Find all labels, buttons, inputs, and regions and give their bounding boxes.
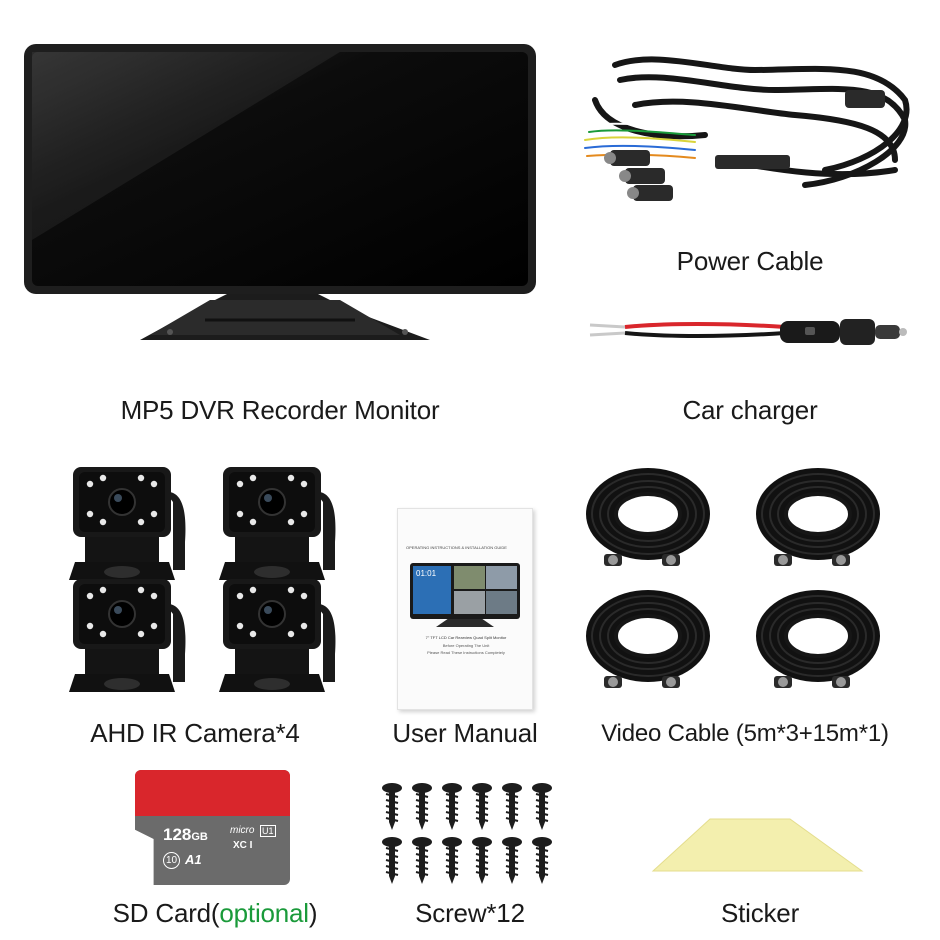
sd-unit: GB: [191, 831, 208, 843]
sd-caption-suffix: ): [308, 898, 318, 928]
manual-subtitle: 7" TFT LCD Car Rearview Quad Split Monit…: [425, 635, 507, 640]
user-manual-image: OPERATING INSTRUCTIONS & INSTALLATION GU…: [397, 508, 533, 710]
sd-card-image: 128GB micro U1 XC I 10 A1: [135, 770, 290, 885]
screw-caption: Screw*12: [415, 898, 525, 928]
cameras-image: [65, 462, 345, 702]
power-cable-image: [575, 40, 915, 215]
camera-caption: AHD IR Camera*4: [90, 718, 300, 748]
manual-line1: Before Operating The Unit: [442, 643, 490, 648]
video-cables-image: [580, 462, 910, 712]
sd-brand: micro: [230, 825, 255, 836]
car-charger-image: [585, 305, 915, 355]
manual-screen-time: 01:01: [416, 569, 437, 578]
manual-caption: User Manual: [392, 718, 538, 748]
manual-line2: Please Read These Instructions Completel…: [427, 650, 505, 655]
sd-u1: U1: [260, 825, 276, 837]
manual-title: OPERATING INSTRUCTIONS & INSTALLATION GU…: [406, 545, 507, 550]
sd-card-caption: SD Card(optional): [95, 898, 335, 929]
manual-monitor-picture: 01:01: [410, 563, 520, 619]
sd-capacity: 128: [163, 825, 192, 844]
sd-class: 10: [163, 852, 180, 869]
sd-caption-optional: optional: [219, 898, 309, 928]
screws-image: [378, 780, 563, 890]
sd-a1: A1: [185, 852, 202, 867]
car-charger-caption: Car charger: [682, 395, 818, 425]
monitor-caption: MP5 DVR Recorder Monitor: [120, 395, 440, 425]
sd-xc: XC I: [233, 840, 253, 851]
sticker-image: [650, 815, 865, 877]
monitor-image: [20, 40, 540, 350]
sd-caption-prefix: SD Card(: [112, 898, 220, 928]
sticker-caption: Sticker: [720, 898, 800, 928]
power-cable-caption: Power Cable: [676, 246, 824, 276]
video-cable-caption: Video Cable (5m*3+15m*1): [601, 720, 889, 747]
